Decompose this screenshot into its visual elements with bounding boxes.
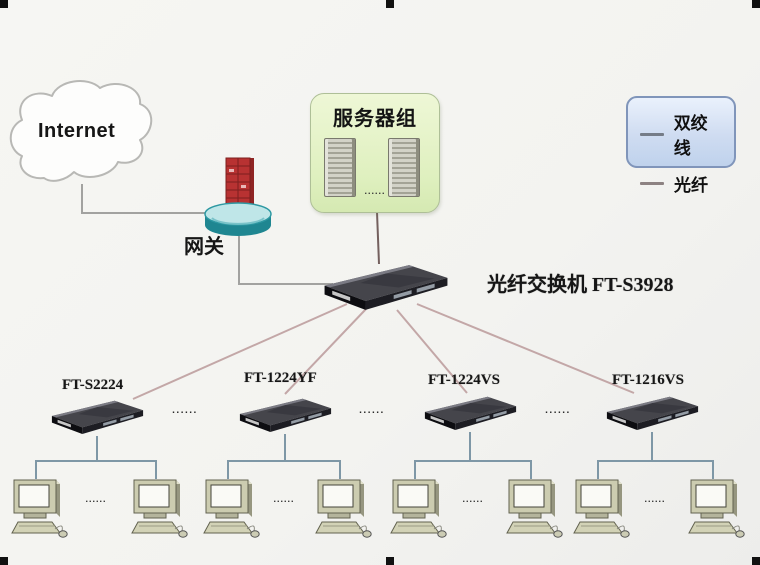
edge-switch-1-icon	[51, 400, 144, 435]
legend-box: 双绞线 光纤	[626, 96, 736, 195]
switch-row-ellipsis: ......	[359, 405, 385, 416]
edge-switch-4-icon	[606, 396, 699, 431]
pc-row-ellipsis: ......	[644, 494, 666, 504]
edge-switch-2-icon	[239, 398, 332, 433]
legend-item-twisted-pair: 双绞线	[640, 109, 724, 159]
pc-row-ellipsis: ......	[462, 494, 484, 504]
server-tower-icon	[324, 138, 356, 197]
switch-row-ellipsis: ......	[172, 405, 198, 416]
internet-cloud-icon	[9, 80, 153, 182]
internet-label: Internet	[38, 120, 116, 142]
gateway-label: 网关	[184, 236, 224, 258]
edge-switch-3-icon	[424, 396, 517, 431]
fiber-line-sample	[640, 182, 664, 185]
server-group-box: 服务器组 ......	[310, 93, 440, 213]
pc-icon	[573, 479, 630, 538]
core-switch-label: 光纤交换机 FT-S3928	[487, 274, 674, 296]
server-ellipsis: ......	[364, 186, 386, 196]
edge-switch-2-label: FT-1224YF	[244, 370, 317, 386]
server-group-title: 服务器组	[333, 108, 417, 130]
selection-handle-bottom-left[interactable]	[0, 557, 8, 565]
pc-icon	[203, 479, 260, 538]
link-internet-to-gateway	[81, 184, 206, 214]
switch-row-ellipsis: ......	[545, 405, 571, 416]
edge-switch-3-label: FT-1224VS	[428, 372, 500, 388]
twisted-pair-links-to-pcs	[35, 432, 714, 479]
selection-handle-bottom-center[interactable]	[386, 557, 394, 565]
pc-row-ellipsis: ......	[85, 494, 107, 504]
edge-switch-1-label: FT-S2224	[62, 377, 124, 393]
selection-handle-top-right[interactable]	[752, 0, 760, 8]
twisted-pair-line-sample	[640, 132, 664, 136]
link-gateway-to-core-switch	[238, 236, 333, 285]
pc-icon	[131, 479, 188, 538]
edge-switch-4-label: FT-1216VS	[612, 372, 684, 388]
selection-handle-top-left[interactable]	[0, 0, 8, 8]
server-tower-icon	[388, 138, 420, 197]
pc-icon	[11, 479, 68, 538]
selection-handle-bottom-right[interactable]	[752, 557, 760, 565]
legend-item-fiber: 光纤	[640, 171, 724, 196]
selection-handle-top-center[interactable]	[386, 0, 394, 8]
link-server-group-to-core-switch	[376, 211, 380, 265]
legend-label: 双绞线	[673, 114, 708, 158]
legend-label: 光纤	[674, 176, 708, 195]
pc-icon	[315, 479, 372, 538]
pc-row-ellipsis: ......	[273, 494, 295, 504]
gateway-icon	[204, 157, 272, 236]
core-switch-icon	[324, 265, 448, 310]
pc-icon	[390, 479, 447, 538]
pc-icon	[688, 479, 745, 538]
pc-icon	[506, 479, 563, 538]
fiber-links-core-to-edge-switches	[132, 303, 635, 400]
